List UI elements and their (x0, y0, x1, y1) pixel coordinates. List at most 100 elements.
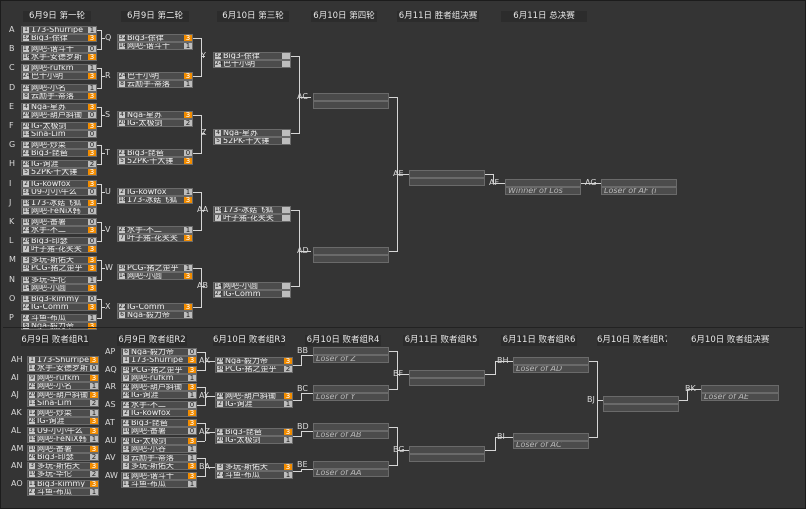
team-slot[interactable] (505, 179, 581, 187)
team-slot[interactable] (313, 254, 389, 263)
team-slot[interactable]: Loser of AB (313, 431, 389, 439)
team-slot[interactable]: Loser of AC (513, 441, 589, 449)
team-slot[interactable] (513, 357, 589, 365)
team-slot[interactable] (409, 454, 485, 462)
team-slot[interactable] (313, 347, 389, 355)
team-slot[interactable]: Loser of AD (513, 365, 589, 373)
team-slot[interactable] (601, 179, 677, 187)
team-slot[interactable]: Winner of Los (505, 187, 581, 195)
team-slot[interactable] (409, 178, 485, 186)
team-slot[interactable] (313, 93, 389, 101)
team-slot[interactable] (513, 433, 589, 441)
team-slot[interactable]: Loser of AF (i (601, 187, 677, 195)
team-slot[interactable] (313, 385, 389, 393)
team-slot[interactable] (409, 370, 485, 378)
team-slot[interactable]: Loser of AE (701, 393, 779, 401)
team-slot[interactable]: Loser of AA (313, 469, 389, 477)
team-slot[interactable]: Loser of Z (313, 355, 389, 363)
team-slot[interactable] (409, 170, 485, 178)
team-slot[interactable] (409, 378, 485, 386)
team-slot[interactable] (603, 404, 679, 412)
team-slot[interactable] (313, 423, 389, 431)
team-slot[interactable] (313, 246, 389, 255)
